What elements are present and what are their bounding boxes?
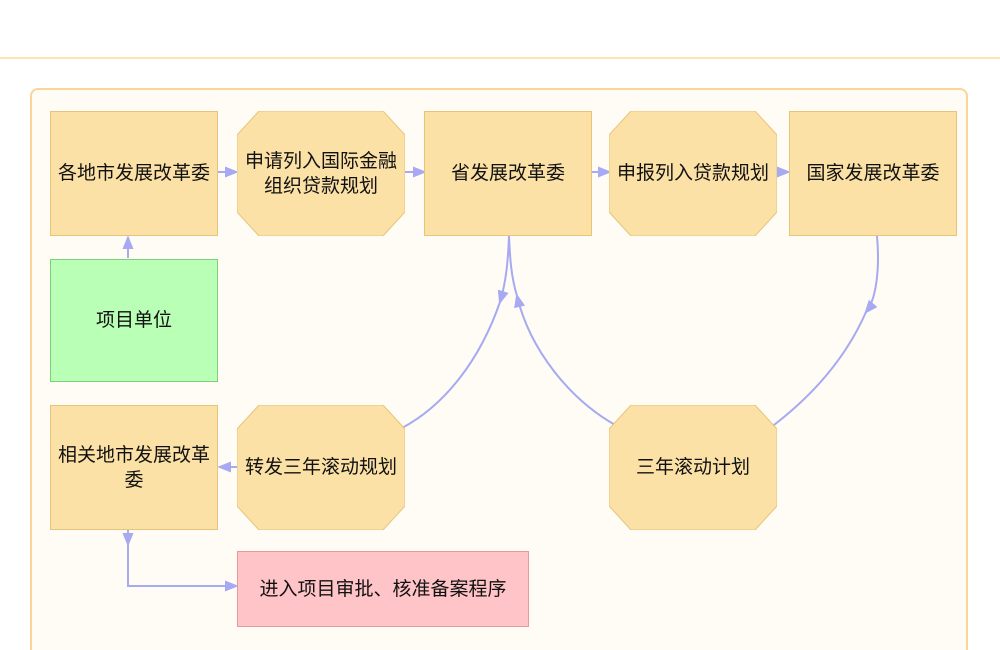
node-report-loan-plan[interactable]: 申报列入贷款规划 bbox=[609, 111, 777, 236]
node-province-ndrc[interactable]: 省发展改革委 bbox=[424, 111, 592, 236]
node-province-ndrc-label: 省发展改革委 bbox=[450, 162, 565, 185]
title-tab: 财政部外国贷款资金申请流程 bbox=[0, 0, 236, 58]
node-three-year-rolling-plan[interactable]: 三年滚动计划 bbox=[609, 405, 777, 530]
node-apply-intl-loan-plan[interactable]: 申请列入国际金融 组织贷款规划 bbox=[237, 111, 405, 236]
node-project-unit[interactable]: 项目单位 bbox=[50, 259, 218, 382]
node-related-city-ndrc[interactable]: 相关地市发展改革委 bbox=[50, 405, 218, 530]
node-approval-procedure[interactable]: 进入项目审批、核准备案程序 bbox=[237, 551, 529, 627]
arrow-plan-to-province bbox=[514, 293, 618, 427]
node-national-ndrc-label: 国家发展改革委 bbox=[806, 162, 940, 185]
octagon-shape bbox=[609, 405, 777, 530]
node-city-ndrc[interactable]: 各地市发展改革委 bbox=[50, 111, 218, 236]
octagon-shape bbox=[237, 111, 405, 236]
curve-national-to-plan bbox=[769, 311, 867, 429]
page-title: 财政部外国贷款资金申请流程 bbox=[12, 22, 236, 44]
node-approval-procedure-label: 进入项目审批、核准备案程序 bbox=[259, 577, 507, 600]
arrow-province-down bbox=[497, 235, 510, 305]
arrow-related-to-approval bbox=[127, 530, 239, 592]
node-apply-intl-loan-plan-label: 申请列入国际金融 组织贷款规划 bbox=[244, 149, 397, 197]
node-related-city-ndrc-label: 相关地市发展改革委 bbox=[57, 443, 210, 491]
node-report-loan-plan-label: 申报列入贷款规划 bbox=[616, 162, 769, 185]
curve-province-to-forward bbox=[401, 301, 501, 429]
octagon-shape bbox=[609, 111, 777, 236]
node-forward-rolling-plan-label: 转发三年滚动规划 bbox=[244, 456, 397, 479]
node-three-year-rolling-plan-label: 三年滚动计划 bbox=[635, 456, 750, 479]
arrow-national-down bbox=[864, 235, 879, 315]
header-divider bbox=[0, 57, 1000, 59]
octagon-shape bbox=[237, 405, 405, 530]
curve-plan-province-top bbox=[508, 235, 518, 297]
node-forward-rolling-plan[interactable]: 转发三年滚动规划 bbox=[237, 405, 405, 530]
node-city-ndrc-label: 各地市发展改革委 bbox=[57, 162, 210, 185]
node-national-ndrc[interactable]: 国家发展改革委 bbox=[789, 111, 957, 236]
node-project-unit-label: 项目单位 bbox=[95, 309, 172, 332]
